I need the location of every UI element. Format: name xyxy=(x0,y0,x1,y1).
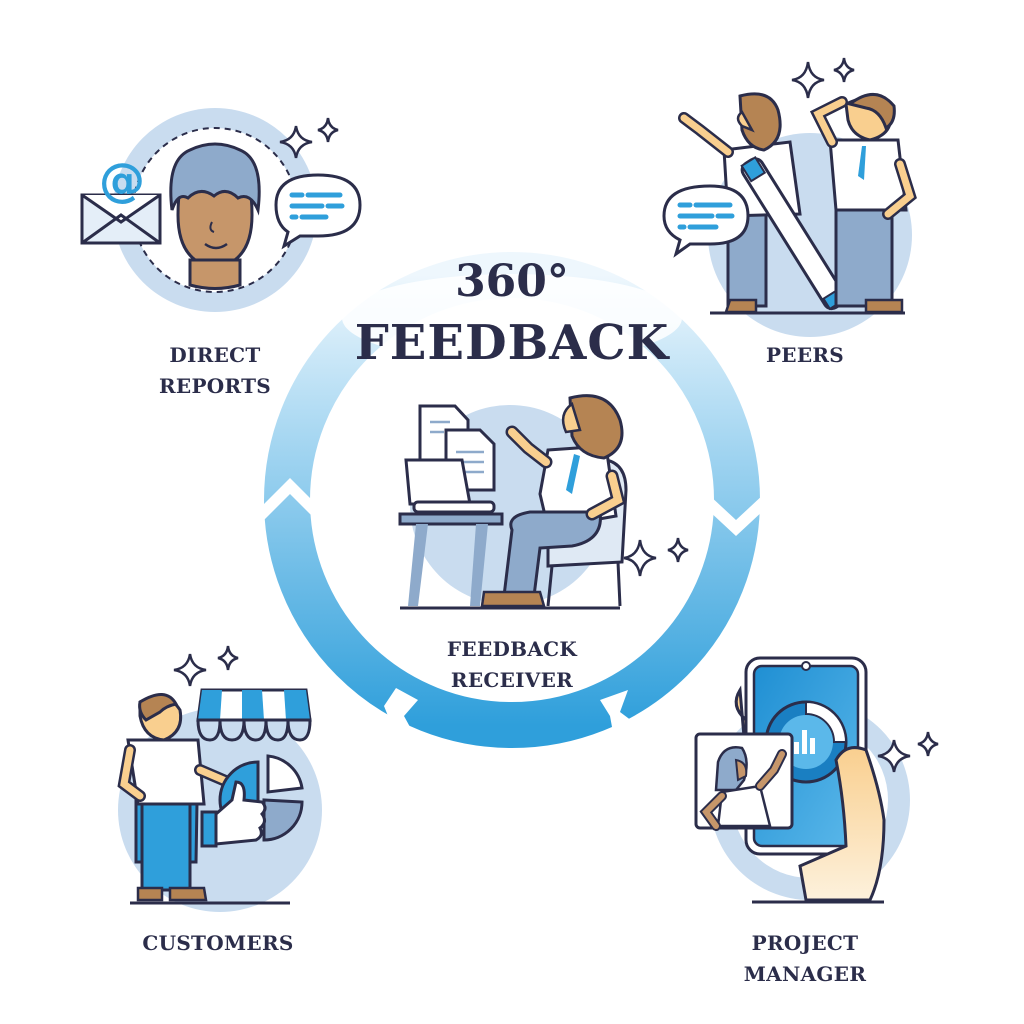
title-degrees: 360° xyxy=(455,256,569,307)
sparkle-icon xyxy=(623,539,657,577)
ring-arrow-notch-left xyxy=(262,478,318,522)
ring-arrow-notch-bottom-right xyxy=(600,690,636,738)
sparkle-icon xyxy=(877,739,911,773)
project-manager-illustration xyxy=(694,656,939,904)
label-line: FEEDBACK xyxy=(446,637,578,661)
speech-bubble-icon xyxy=(662,184,750,258)
video-call-card-icon xyxy=(694,732,794,831)
direct-reports-illustration: @ xyxy=(80,108,362,312)
sparkle-icon xyxy=(833,57,855,83)
label-line: PROJECT xyxy=(751,931,859,955)
label-project-manager: PROJECT MANAGER xyxy=(720,928,890,990)
label-peers: PEERS xyxy=(730,340,880,371)
sparkle-icon xyxy=(667,537,689,563)
label-line: DIRECT xyxy=(169,343,261,367)
peers-illustration xyxy=(662,57,917,337)
bar-chart-icon xyxy=(794,730,815,754)
label-line: PEERS xyxy=(765,343,845,367)
speech-bubble-icon xyxy=(274,173,362,250)
label-direct-reports: DIRECT REPORTS xyxy=(130,340,300,402)
label-line: MANAGER xyxy=(743,962,867,986)
sparkle-icon xyxy=(317,117,339,143)
label-customers: CUSTOMERS xyxy=(118,928,318,959)
sparkle-icon xyxy=(917,731,939,757)
feedback-receiver-illustration xyxy=(398,394,689,610)
label-line: CUSTOMERS xyxy=(142,931,294,955)
sparkle-icon xyxy=(173,653,207,687)
sparkle-icon xyxy=(791,61,825,99)
label-line: RECEIVER xyxy=(450,668,574,692)
sparkle-icon xyxy=(279,125,313,159)
label-line: REPORTS xyxy=(158,374,272,398)
at-sign-icon: @ xyxy=(99,153,145,207)
ring-arrow-notch-right xyxy=(708,494,764,536)
ring-arrow-notch-bottom-left xyxy=(384,688,418,738)
sparkle-icon xyxy=(217,645,239,671)
storefront-awning-icon xyxy=(196,688,312,742)
email-icon: @ xyxy=(80,153,162,245)
label-feedback-receiver: FEEDBACK RECEIVER xyxy=(430,634,594,696)
customers-illustration xyxy=(117,645,322,912)
thumbs-up-icon xyxy=(200,780,267,848)
title-feedback: FEEDBACK xyxy=(354,315,670,371)
feedback-cycle-ring xyxy=(262,252,764,748)
